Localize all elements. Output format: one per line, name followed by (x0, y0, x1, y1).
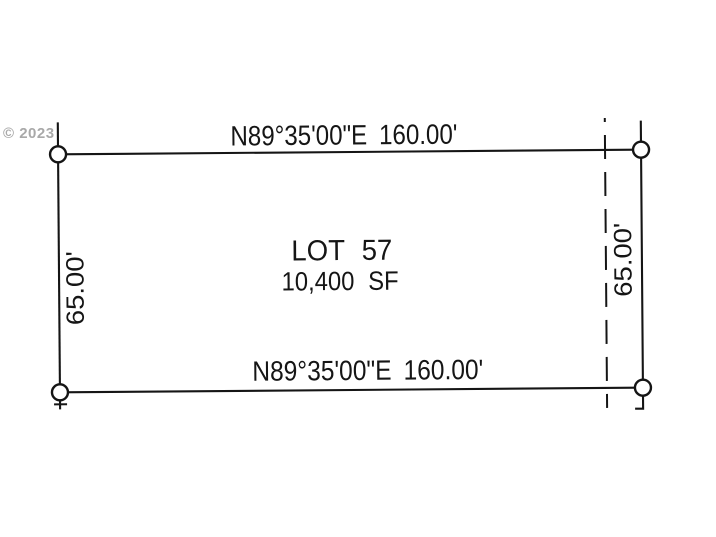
dashed-easement-line (603, 117, 609, 408)
lot-boundary-east (635, 120, 645, 410)
copyright-watermark: © 2023 (3, 125, 55, 142)
side-dimension-east: 65.00' (609, 223, 638, 297)
lot-boundary-north (58, 148, 642, 156)
lot-boundary-west (56, 122, 62, 410)
lot-number-label: LOT 57 (291, 235, 392, 268)
corner-monument-ne (631, 140, 651, 159)
lot-57-figure: N89°35'00"E 160.00' N89°35'00"E 160.00' … (48, 117, 653, 410)
bearing-label-north: N89°35'00"E 160.00' (230, 119, 457, 152)
corner-monument-sw (50, 383, 70, 402)
lot-boundary-south (59, 386, 643, 394)
side-dimension-west: 65.00' (61, 251, 90, 325)
lot-area-label: 10,400 SF (281, 266, 398, 297)
bearing-label-south: N89°35'00"E 160.00' (252, 354, 483, 387)
corner-monument-nw (48, 145, 68, 164)
corner-monument-se (633, 378, 653, 397)
